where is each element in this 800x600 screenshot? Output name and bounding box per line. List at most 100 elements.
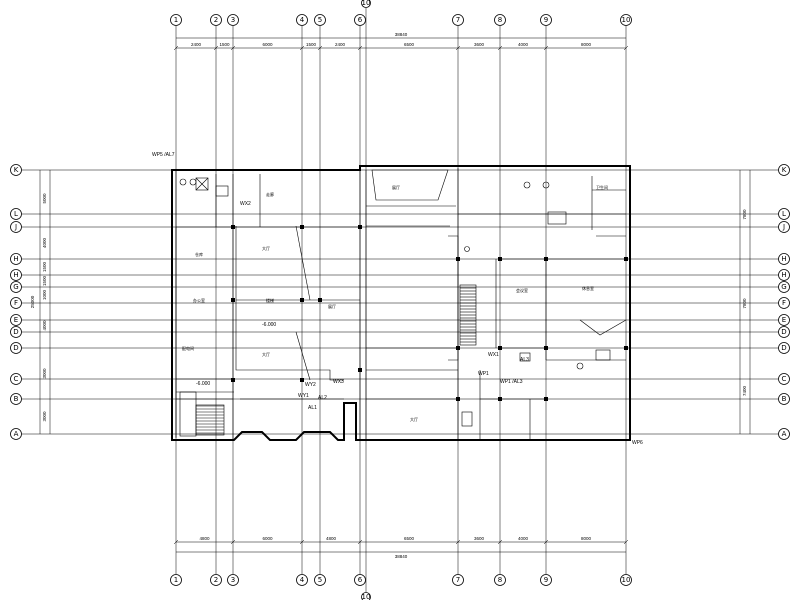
axis-bubble	[361, 0, 371, 8]
axis-label: 1	[174, 576, 178, 584]
column	[544, 346, 548, 350]
dimension-value: 4000	[42, 237, 47, 248]
dimension-tick	[357, 45, 363, 51]
axis-label: 10	[622, 576, 631, 584]
dimension-value: 3600	[474, 536, 485, 541]
axis-label: K	[782, 166, 787, 174]
dimension-value: 7800	[742, 298, 747, 309]
axis-bubble	[778, 314, 790, 326]
dimension-value: 7800	[742, 209, 747, 220]
axis-bubble	[10, 314, 22, 326]
panel-label: WY1	[298, 393, 309, 399]
column	[456, 346, 460, 350]
level-mark: -6.000	[196, 381, 210, 387]
axis-label: D	[13, 344, 18, 352]
column	[498, 397, 502, 401]
panel-label: AL3	[520, 357, 529, 363]
column	[231, 378, 235, 382]
axis-bubble	[778, 373, 790, 385]
column	[318, 298, 322, 302]
axis-label: G	[13, 283, 18, 291]
dimension-tick	[497, 45, 503, 51]
axis-bubble	[452, 574, 464, 586]
axis-bubble	[778, 326, 790, 338]
axis-label: 3	[231, 16, 235, 24]
axis-bubble	[10, 297, 22, 309]
dimension-value: 1500	[306, 42, 317, 47]
axis-bubble	[170, 574, 182, 586]
dimension-total: 25000	[30, 295, 35, 308]
axis-bubble	[10, 373, 22, 385]
axis-bubble	[227, 14, 239, 26]
dimension-value: 2400	[191, 42, 202, 47]
axis-bubble	[540, 574, 552, 586]
axis-label: 3	[231, 576, 235, 584]
axis-label: K	[14, 166, 19, 174]
axis-label: 4	[300, 576, 305, 584]
column	[300, 378, 304, 382]
axis-label: 9	[544, 16, 548, 24]
axis-label: E	[782, 316, 786, 324]
axis-label: 7	[456, 576, 460, 584]
column	[456, 257, 460, 261]
dimension-total: 38840	[395, 554, 408, 559]
column	[358, 225, 362, 229]
axis-label: B	[14, 395, 19, 403]
room-label: 走廊	[266, 191, 274, 197]
axis-bubble	[778, 281, 790, 293]
dimension-tick	[455, 45, 461, 51]
axis-label: 9	[544, 576, 548, 584]
axis-bubble	[778, 297, 790, 309]
dimension-value: 4000	[42, 320, 47, 331]
dimension-value: 6000	[262, 42, 273, 47]
grid-lines	[22, 8, 778, 592]
room-label: 大厅	[262, 351, 270, 357]
level-mark: -6.000	[262, 322, 276, 328]
dimension-tick	[623, 539, 629, 545]
axis-bubble	[10, 281, 22, 293]
panel-label: WX2	[240, 201, 251, 207]
axis-label: D	[13, 328, 18, 336]
panel-label: AL1	[308, 405, 317, 411]
room-labels: 走廊 大厅 大厅 楼梯 仓库 办公室 配电间 展厅 展厅 大厅 会议室 休息室 …	[182, 184, 608, 422]
axis-label: 10	[362, 593, 371, 600]
axis-bubble	[778, 269, 790, 281]
column	[544, 257, 548, 261]
dimension-tick	[543, 45, 549, 51]
axis-bubble	[10, 326, 22, 338]
room-label: 展厅	[392, 184, 400, 190]
column	[456, 397, 460, 401]
column	[300, 298, 304, 302]
axis-label: A	[782, 430, 787, 438]
axis-label: L	[14, 210, 18, 218]
room-label: 楼梯	[266, 297, 274, 303]
column	[300, 225, 304, 229]
annotations: WP5 /AL7 WX2 WY2 WX3 WY1 AL2 AL1 WX1 AL3…	[152, 152, 643, 446]
dimension-value: 8000	[581, 42, 592, 47]
axis-bubble	[494, 574, 506, 586]
dimension-value: 8000	[581, 536, 592, 541]
axis-bubble	[314, 14, 326, 26]
axis-bubble	[778, 208, 790, 220]
room-label: 会议室	[516, 287, 528, 293]
axis-bubble	[314, 574, 326, 586]
axis-bubble	[778, 164, 790, 176]
axis-label: 5	[318, 16, 322, 24]
dimension-value: 6500	[404, 42, 415, 47]
dimension-value: 6500	[404, 536, 415, 541]
axis-label: 2	[214, 576, 218, 584]
axis-bubble	[620, 574, 632, 586]
building-walls	[171, 165, 631, 441]
axis-label: J	[782, 223, 785, 231]
axis-bubble	[354, 574, 366, 586]
room-label: 大厅	[262, 245, 270, 251]
axis-label: 10	[622, 16, 631, 24]
axis-label: E	[14, 316, 18, 324]
dimension-value: 4000	[518, 42, 529, 47]
dimension-value: 3000	[42, 411, 47, 422]
stair-treads	[196, 287, 476, 434]
staircase-left	[179, 391, 225, 437]
axis-label: H	[781, 255, 786, 263]
